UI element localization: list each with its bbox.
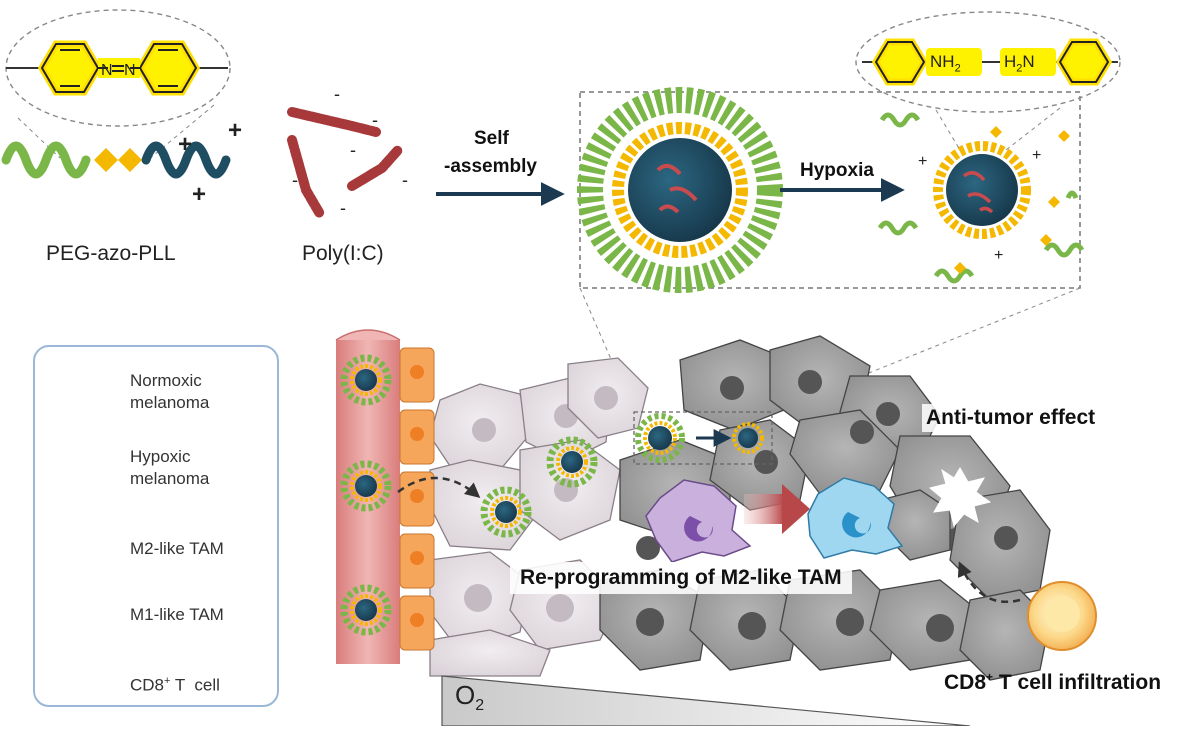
azobenzene-structure: N N	[37, 40, 201, 96]
tumor-tissue	[429, 335, 1051, 681]
azobenzene-zoom: N N	[5, 9, 231, 161]
small-nanoparticle	[635, 413, 685, 463]
svg-text:N: N	[124, 62, 136, 79]
polyic-label: Poly(I:C)	[302, 242, 384, 265]
svg-text:-: -	[350, 140, 356, 160]
peg-azo-pll-polymer: + + +	[1, 117, 242, 208]
hypoxic-cells	[599, 335, 1051, 681]
extravasation-arrow	[397, 476, 481, 498]
disassembled-particle: + + +	[877, 112, 1085, 284]
reprogramming-arrow	[782, 484, 810, 534]
legend	[33, 345, 279, 707]
hypoxia-label: Hypoxia	[800, 160, 874, 181]
small-disassembled-particle	[732, 422, 764, 454]
svg-text:-: -	[334, 84, 340, 104]
reprogramming-label: Re-programming of M2-like TAM	[510, 562, 852, 594]
anti-tumor-label: Anti-tumor effect	[922, 404, 1100, 432]
legend-m1-label: M1-like TAM	[130, 605, 224, 624]
aniline-zoom	[855, 11, 1121, 151]
m1-tam-cell	[807, 477, 904, 559]
blood-vessel	[335, 329, 435, 664]
legend-cd8-label: CD8+ T cell	[130, 675, 220, 695]
cd8-t-cell	[1027, 581, 1097, 651]
svg-text:-: -	[372, 110, 378, 130]
self-assembly-label-line1: Self	[474, 128, 509, 149]
cd8-infiltration-label: CD8+ T cell infiltration	[944, 670, 1162, 694]
svg-text:-: -	[402, 170, 408, 190]
svg-text:-: -	[292, 170, 298, 190]
extravasated-nanoparticles	[480, 436, 598, 538]
svg-text:-: -	[340, 198, 346, 218]
peg-azo-pll-label: PEG-azo-PLL	[46, 242, 176, 265]
vessel-nanoparticles	[340, 354, 392, 636]
oxygen-gradient	[441, 675, 971, 727]
svg-text:+: +	[918, 153, 927, 170]
amine-left: NH2	[930, 52, 961, 75]
burst-icon	[928, 467, 992, 528]
amine-right: H2N	[1004, 52, 1035, 75]
svg-text:+: +	[228, 117, 242, 144]
svg-text:+: +	[1032, 147, 1041, 164]
svg-text:N: N	[101, 62, 113, 79]
infiltration-arrow	[957, 561, 1021, 604]
svg-text:+: +	[178, 131, 192, 158]
m2-tam-cell	[645, 479, 752, 563]
svg-text:+: +	[994, 247, 1003, 264]
polyic-strands: - - - - - -	[287, 84, 408, 219]
endothelial-cells	[399, 347, 435, 651]
legend-m2-label: M2-like TAM	[130, 539, 224, 558]
svg-text:+: +	[192, 181, 206, 208]
oxygen-label: O2	[455, 680, 485, 715]
self-assembly-label-line2: -assembly	[444, 156, 537, 177]
nanoparticle-zoom-box	[577, 87, 1081, 293]
